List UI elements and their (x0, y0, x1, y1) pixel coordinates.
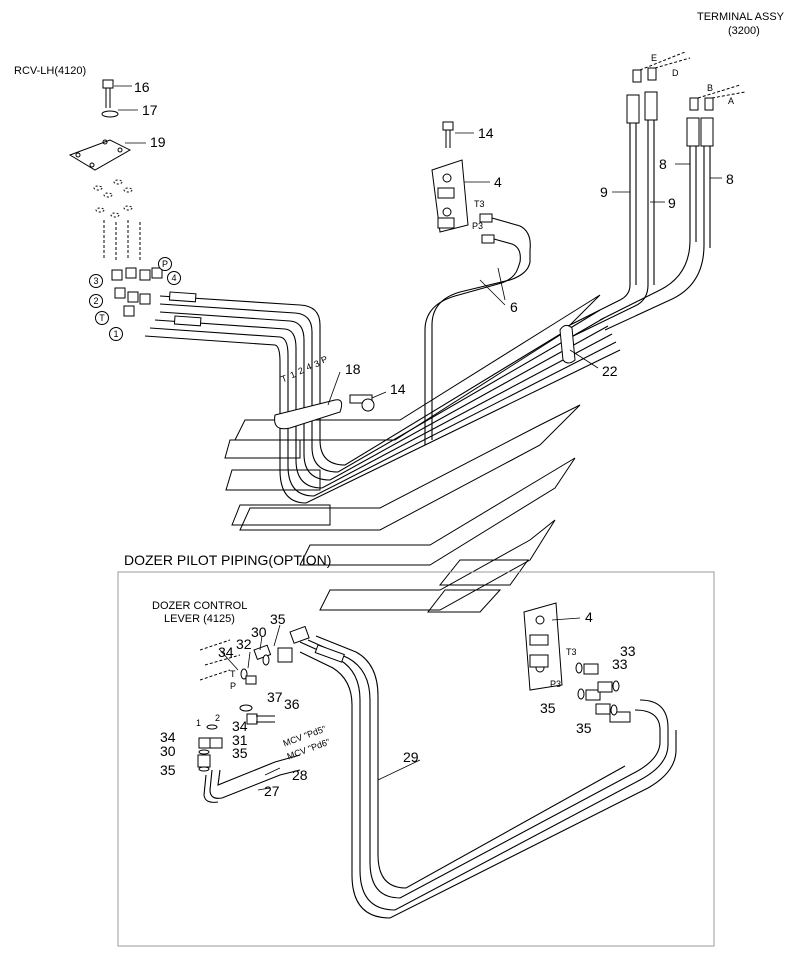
dozer-fittings-lower (197, 724, 223, 772)
clamp-18 (274, 399, 343, 430)
callout-6: 6 (510, 299, 518, 315)
rcv-fittings (111, 267, 163, 317)
dozer-hose-ferrules (314, 644, 631, 723)
callout-35-b: 35 (232, 745, 248, 761)
dozer-lever-label-1: DOZER CONTROL (152, 600, 248, 612)
background-chevron-shapes (224, 294, 601, 613)
fitting-stack (103, 220, 141, 262)
callout-18: 18 (345, 361, 361, 377)
dozer-section-title: DOZER PILOT PIPING(OPTION) (124, 552, 332, 568)
callout-16: 16 (134, 79, 150, 95)
callout-35-c: 35 (160, 762, 176, 778)
circled-port-P: P (158, 257, 172, 271)
bolt-14-top (442, 121, 454, 148)
callout-17: 17 (142, 102, 158, 118)
callout-33-b: 33 (612, 656, 628, 672)
hose-27-28 (203, 754, 301, 803)
clamp-22 (559, 324, 576, 364)
circled-port-2: 2 (89, 294, 103, 308)
callout-35-a: 35 (270, 611, 286, 627)
port-1-dozer: 1 (196, 718, 202, 728)
leader-lines-bottom (219, 617, 581, 791)
dozer-frame (117, 571, 715, 947)
pipes-29 (299, 635, 677, 919)
circled-port-4: 4 (167, 271, 181, 285)
callout-27: 27 (264, 783, 280, 799)
pipes-6 (424, 217, 531, 445)
callout-14-mid: 14 (390, 381, 406, 397)
callout-36: 36 (284, 696, 300, 712)
bracket-4-dozer (523, 602, 563, 691)
callout-34-b: 34 (160, 729, 176, 745)
rcv-lh-label: RCV-LH(4120) (14, 65, 87, 77)
port-P3-top: P3 (472, 221, 484, 231)
callout-9-right: 9 (668, 195, 676, 211)
port-P-dozer: P (230, 681, 237, 691)
callout-28: 28 (292, 767, 308, 783)
port-E: E (651, 53, 658, 63)
port-D: D (672, 68, 679, 78)
callout-8-left: 8 (659, 156, 667, 172)
callout-8-right: 8 (726, 171, 734, 187)
callout-30-b: 30 (160, 743, 176, 759)
callout-32: 32 (236, 636, 252, 652)
callout-14-top: 14 (478, 125, 494, 141)
bolt-36 (246, 713, 275, 725)
pipes-8 (599, 140, 711, 331)
circled-port-T: T (95, 311, 109, 325)
callout-29: 29 (403, 749, 419, 765)
callout-33-a: 33 (620, 643, 636, 659)
callout-19: 19 (150, 134, 166, 150)
port-B: B (707, 83, 714, 93)
bolt-14-mid (349, 394, 375, 412)
callout-35-d: 35 (540, 700, 556, 716)
port-A: A (728, 96, 735, 106)
leader-lines-top (114, 85, 722, 406)
port-T-dozer: T (230, 669, 236, 679)
bolt-16 (102, 79, 114, 108)
terminal-fittings (626, 67, 714, 147)
circled-port-3: 3 (89, 274, 103, 288)
gaskets (93, 179, 133, 218)
washer-37 (239, 704, 253, 712)
circled-port-1: 1 (109, 327, 123, 341)
callout-37: 37 (267, 689, 283, 705)
port-T3-top: T3 (474, 199, 485, 209)
dozer-fittings-upper (240, 625, 310, 685)
terminal-assy-label: TERMINAL ASSY (697, 11, 785, 23)
hose-ferrules (168, 291, 202, 327)
callout-34-c: 34 (232, 718, 248, 734)
dozer-lever-label-2: LEVER (4125) (164, 613, 235, 625)
callout-30-a: 30 (251, 624, 267, 640)
port-T3-dozer: T3 (566, 647, 577, 657)
pipes-9 (559, 115, 655, 341)
port-2-dozer: 2 (215, 713, 221, 723)
callout-35-e: 35 (576, 720, 592, 736)
callout-4-top: 4 (494, 174, 502, 190)
rcv-plate (68, 139, 132, 171)
callout-34-a: 34 (218, 644, 234, 660)
port-P3-dozer: P3 (550, 679, 562, 689)
terminal-assy-code: (3200) (728, 25, 760, 37)
callout-31: 31 (232, 732, 248, 748)
washer-17 (101, 110, 119, 118)
bracket-dozer-fittings (529, 634, 620, 716)
callout-22: 22 (602, 363, 618, 379)
dozer-lever (199, 639, 241, 681)
terminal-leads (639, 51, 746, 99)
callout-9-left: 9 (600, 184, 608, 200)
callout-4-dozer: 4 (585, 609, 593, 625)
